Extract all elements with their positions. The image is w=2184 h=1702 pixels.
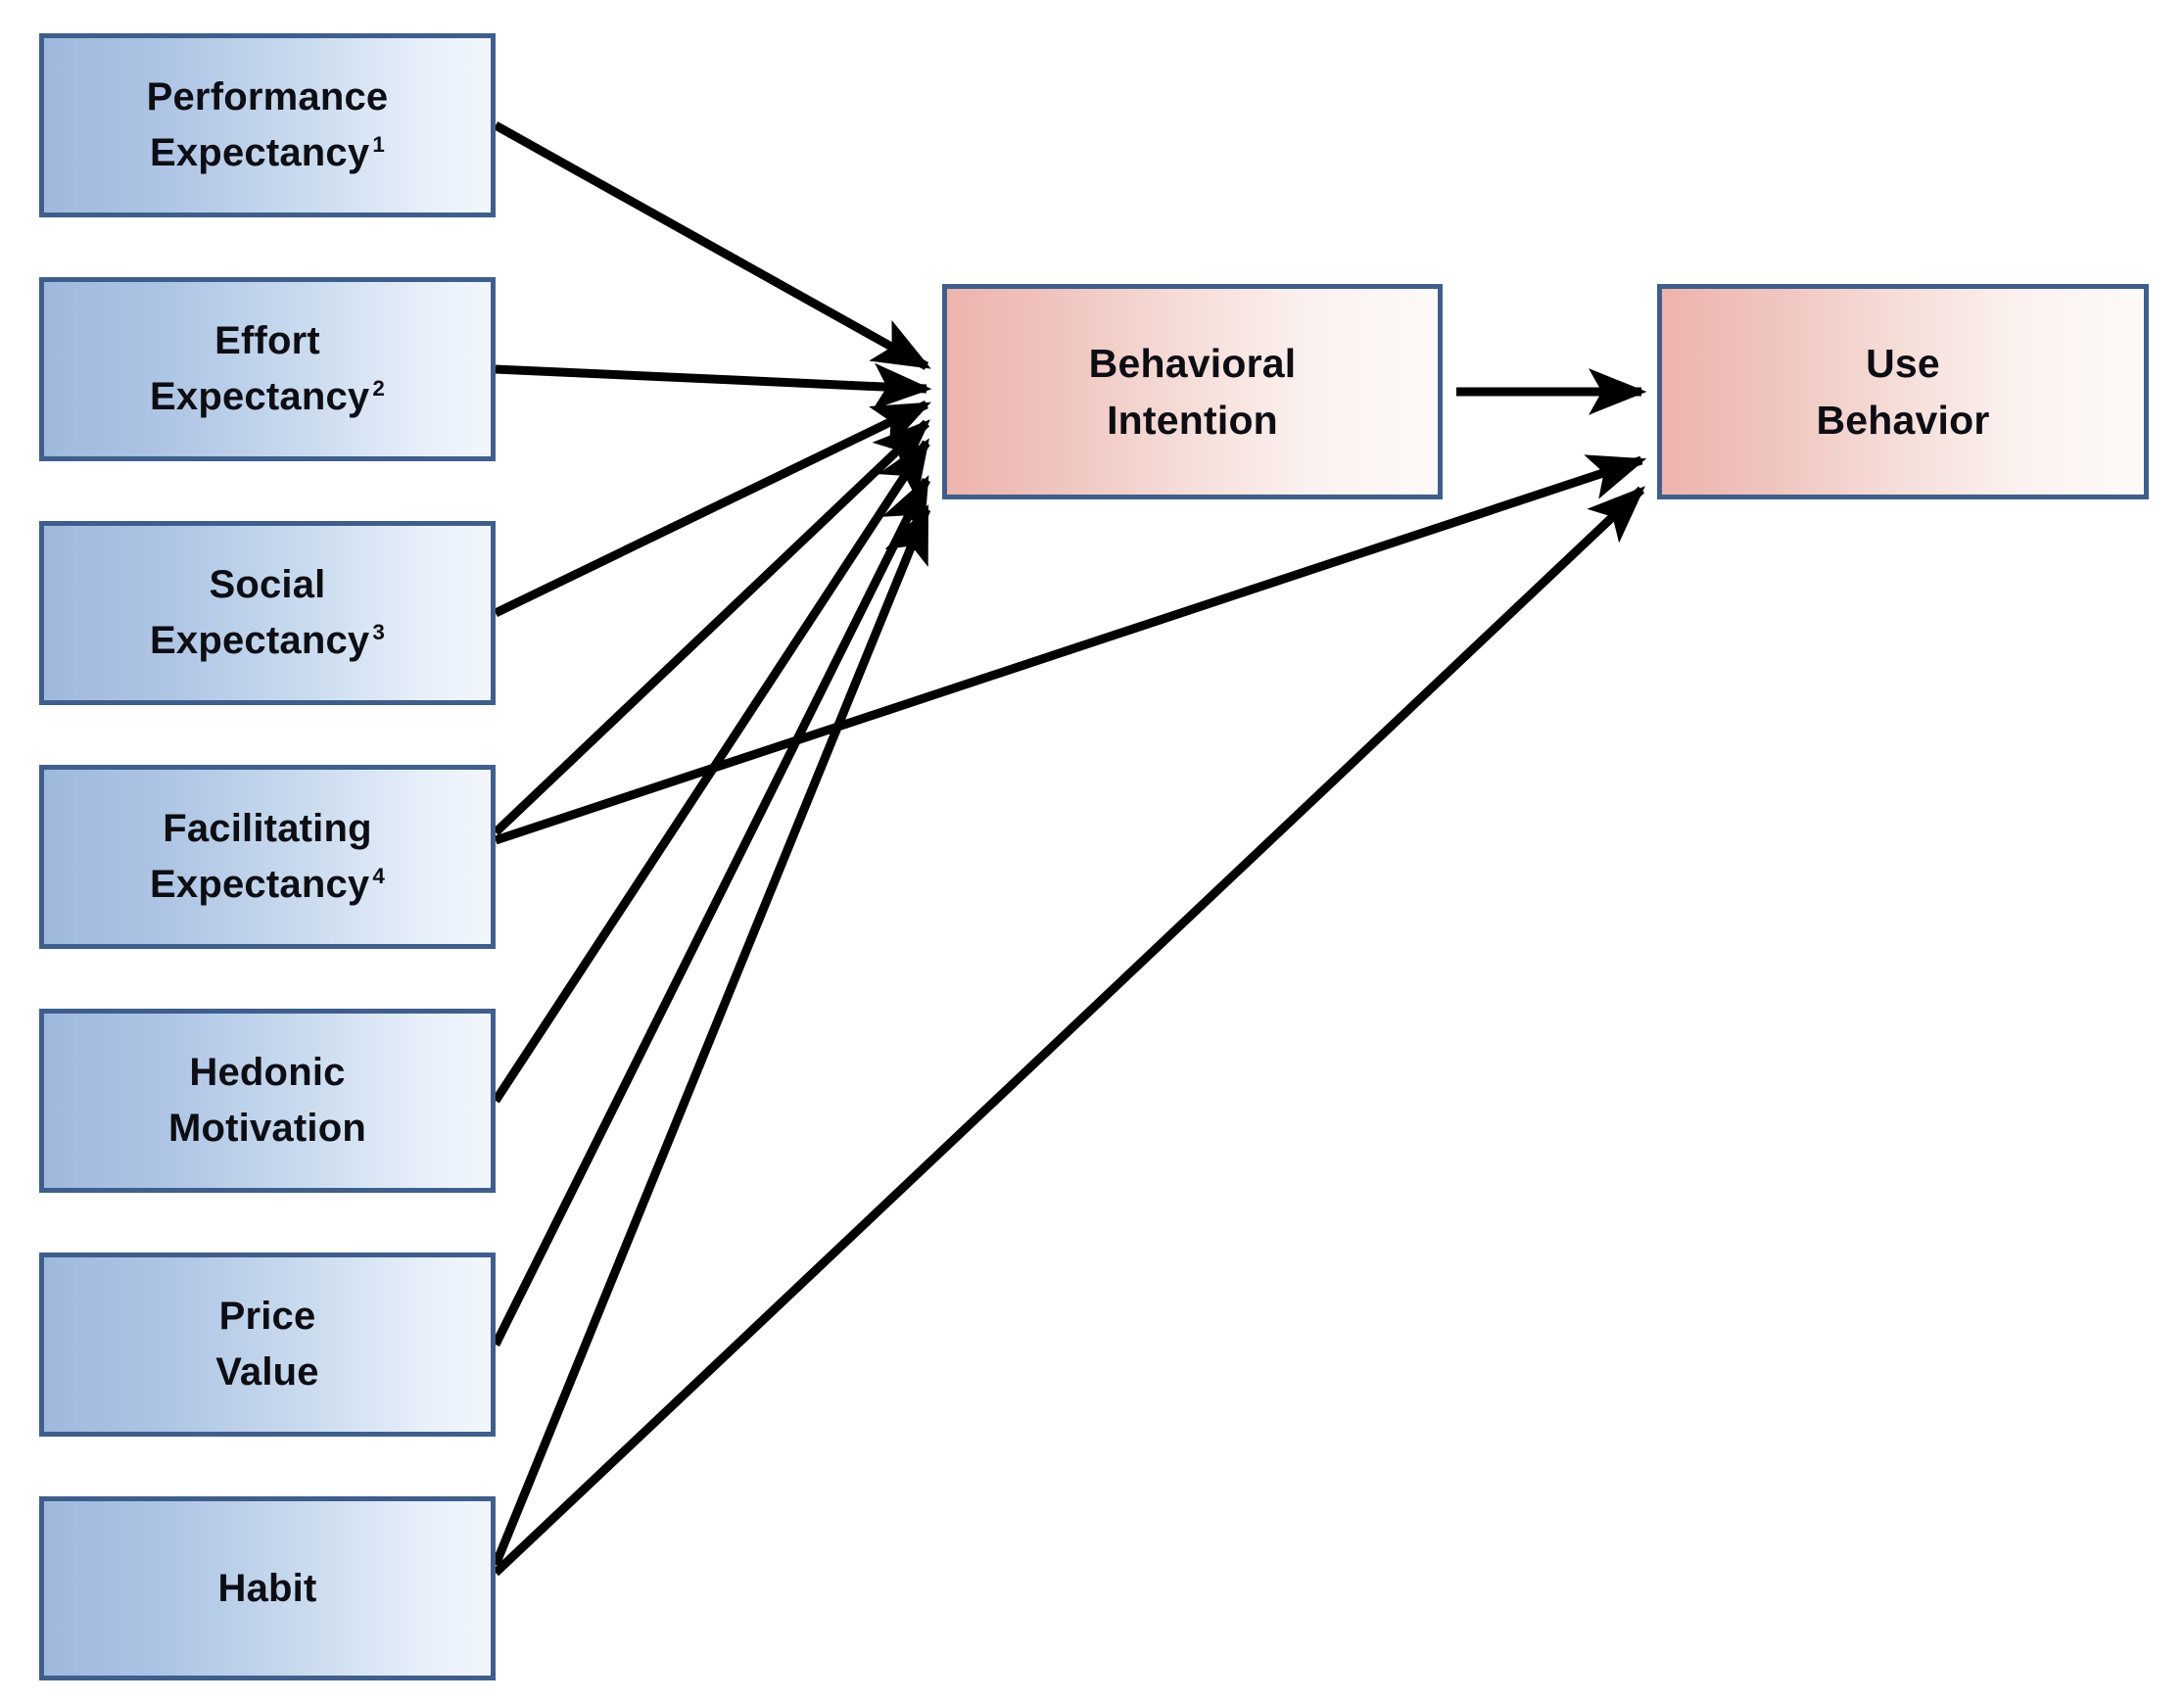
label-line-1: Use	[1866, 340, 1940, 386]
label-line-2: Expectancy	[150, 375, 370, 418]
node-habit[interactable]: Habit	[39, 1496, 496, 1680]
edge-performance-expectancy-to-behavioral-intention	[493, 121, 931, 370]
label-superscript: 4	[372, 863, 385, 888]
label-line-1: Facilitating	[163, 807, 372, 851]
label-superscript: 3	[372, 619, 385, 644]
label-line-1: Habit	[217, 1566, 317, 1610]
edge-habit-to-behavioral-intention	[491, 504, 931, 1567]
label-line-1: Behavioral	[1088, 340, 1297, 386]
label-line-1: Price	[218, 1295, 316, 1339]
label-line-1: Social	[209, 563, 326, 607]
label-line-2: Intention	[1107, 398, 1278, 443]
label-line-2: Expectancy	[150, 863, 370, 906]
label-line-2: Expectancy	[149, 131, 370, 174]
label-line-2: Behavior	[1816, 398, 1990, 443]
edge-hedonic-motivation-to-behavioral-intention	[492, 438, 930, 1104]
edge-facilitating-expectancy-to-use-behavior	[494, 454, 1647, 845]
edge-price-value-to-behavioral-intention	[491, 475, 931, 1347]
label-line-1: Effort	[214, 319, 320, 363]
edge-facilitating-expectancy-to-behavioral-intention	[492, 419, 930, 836]
label-line-2: Motivation	[168, 1107, 366, 1150]
label-superscript: 2	[372, 375, 385, 401]
label-line-2: Expectancy	[150, 619, 370, 662]
label-line-2: Value	[215, 1350, 319, 1394]
edge-effort-expectancy-to-behavioral-intention	[495, 362, 932, 410]
label-superscript: 1	[372, 131, 385, 157]
label-line-1: Hedonic	[189, 1051, 346, 1095]
node-label-habit: Habit	[218, 1561, 317, 1617]
label-line-1: Performance	[146, 75, 389, 119]
edge-habit-to-use-behavior	[492, 486, 1645, 1577]
edge-social-expectancy-to-behavioral-intention	[494, 400, 931, 618]
